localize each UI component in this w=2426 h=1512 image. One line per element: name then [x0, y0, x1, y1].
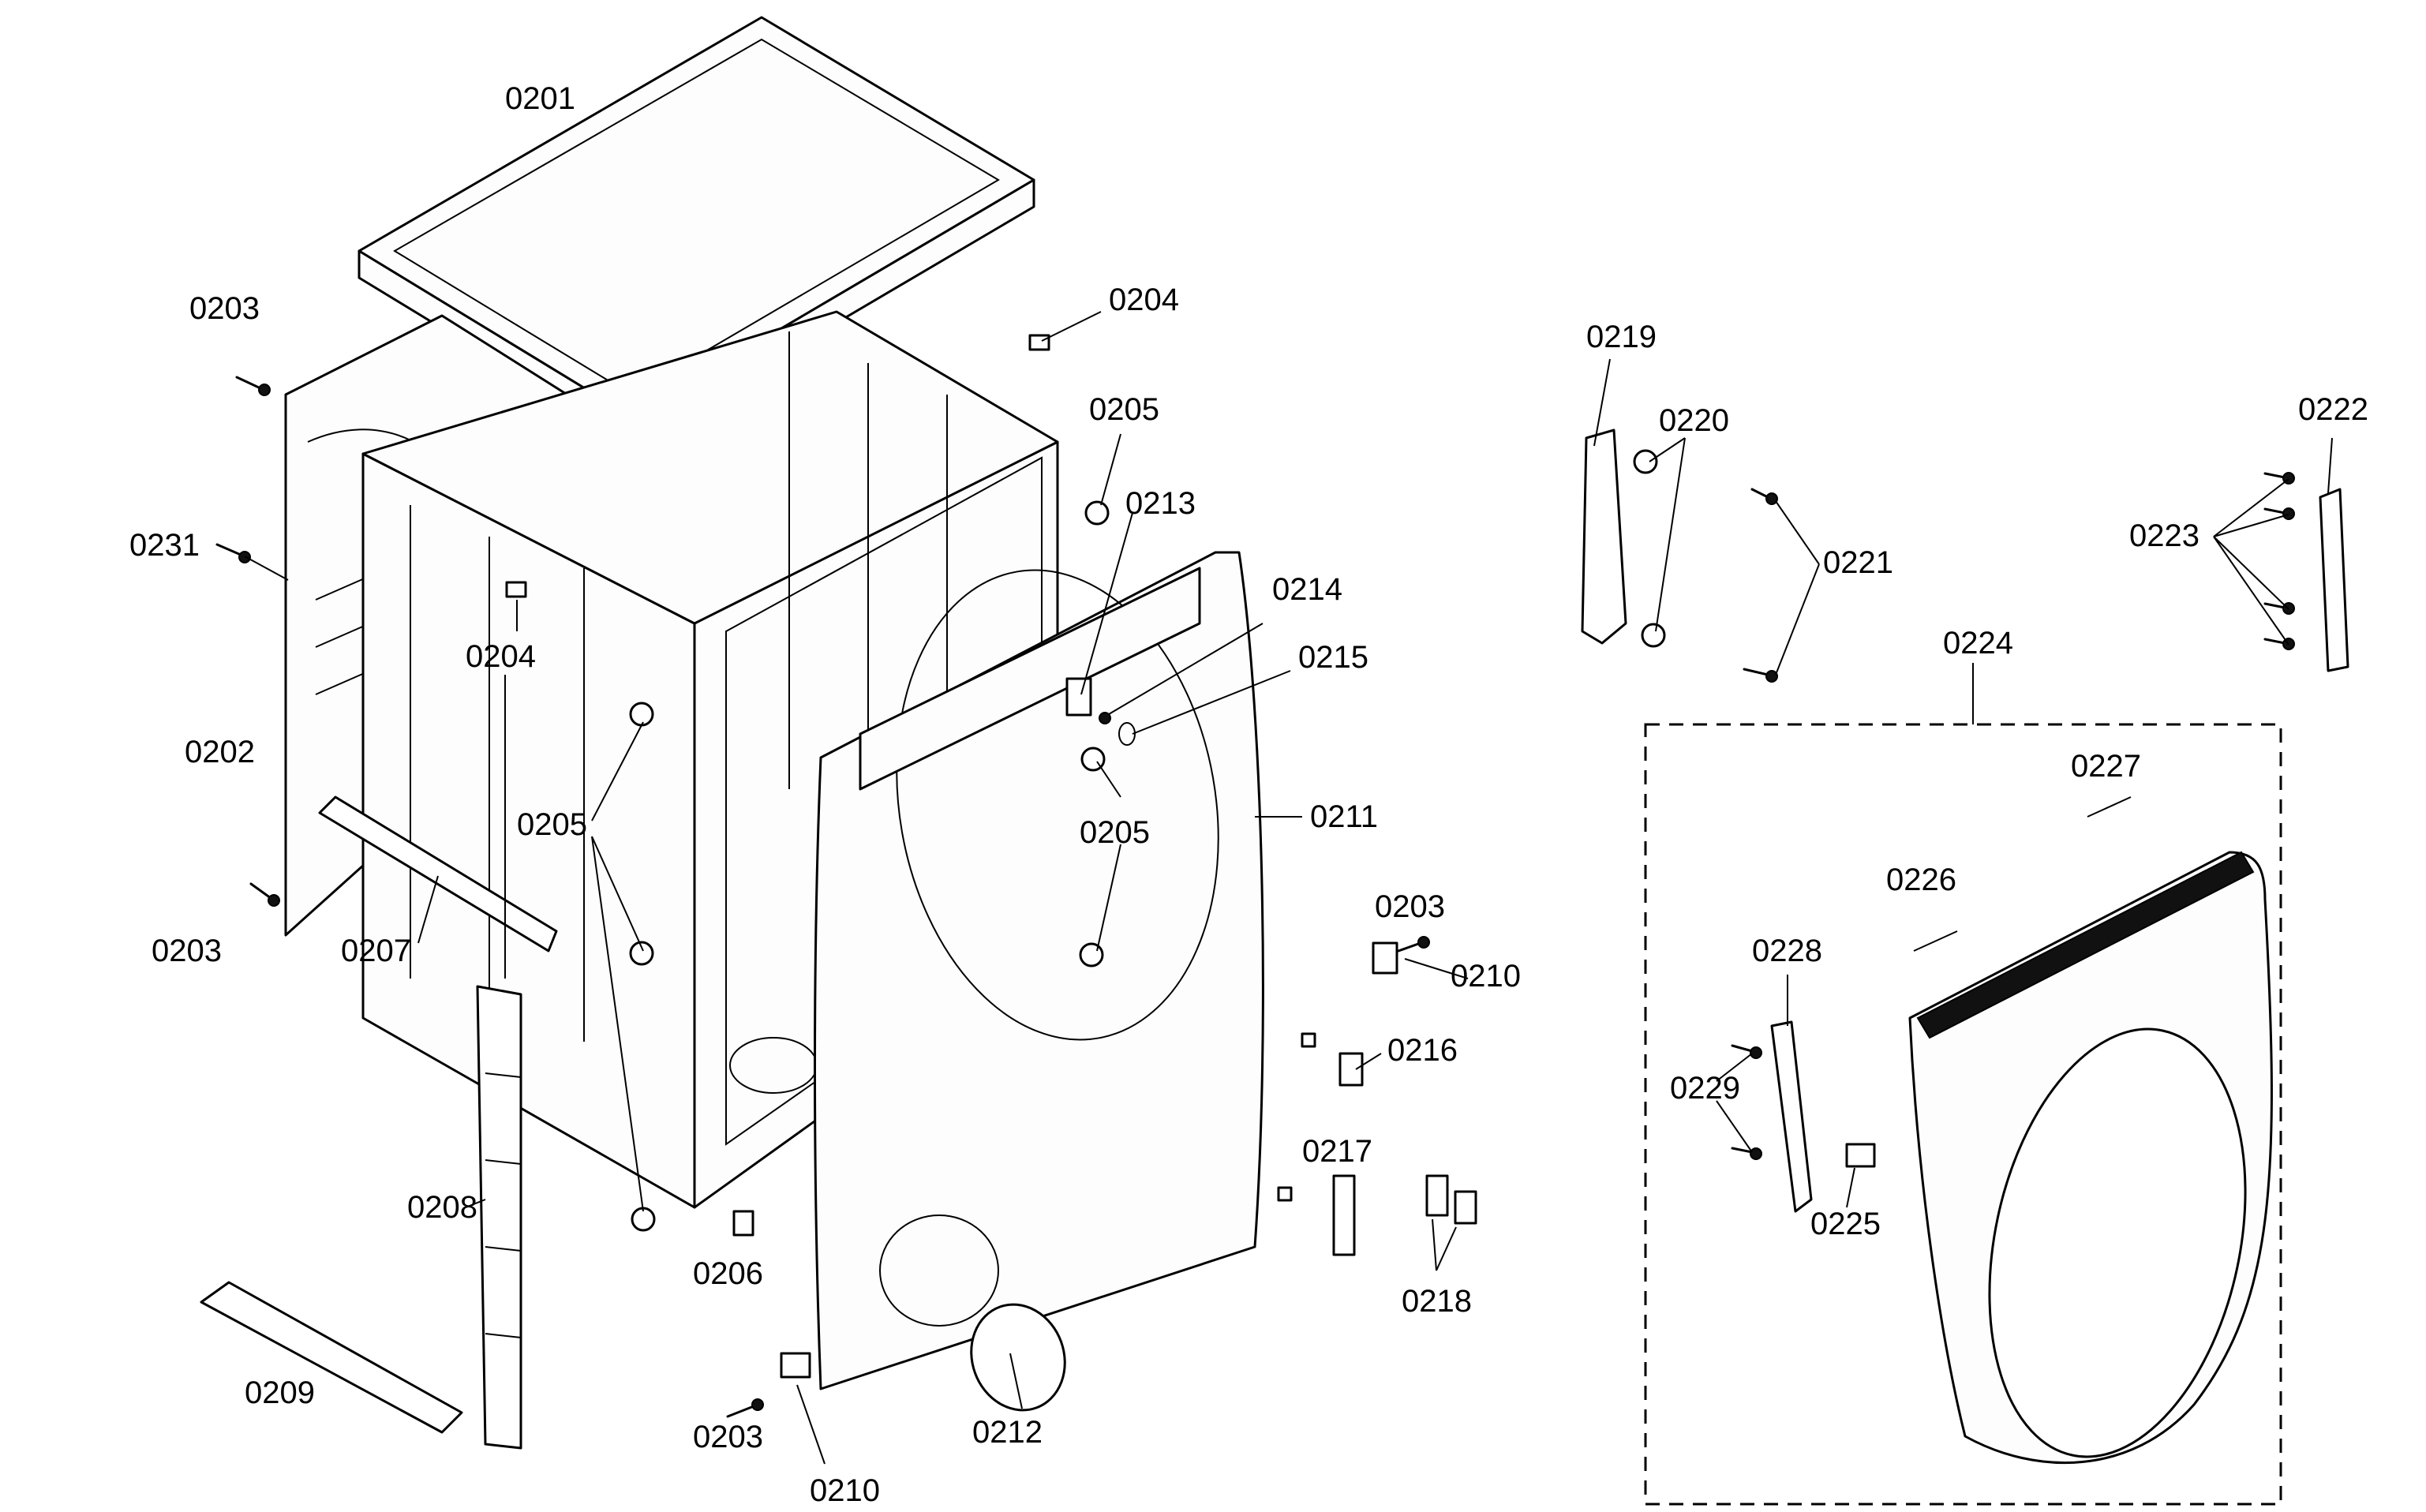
label-0205-front: 0205 — [1080, 815, 1150, 850]
label-0211: 0211 — [1310, 799, 1378, 834]
label-0219: 0219 — [1586, 320, 1657, 354]
label-0218: 0218 — [1402, 1284, 1472, 1319]
label-0220: 0220 — [1659, 403, 1729, 438]
label-0208: 0208 — [407, 1190, 477, 1225]
label-0210-bottom: 0210 — [810, 1473, 880, 1508]
callout-labels: 0201 0202 0203 0231 0203 0207 0204 0205 … — [129, 81, 2368, 1508]
label-0215: 0215 — [1298, 640, 1368, 675]
label-0201: 0201 — [505, 81, 575, 116]
leader-lines — [244, 311, 2333, 1465]
label-0203-top: 0203 — [189, 291, 260, 326]
door-assembly-part — [1731, 851, 2273, 1465]
label-0209: 0209 — [245, 1375, 315, 1410]
label-0203-left: 0203 — [152, 934, 222, 968]
label-0222: 0222 — [2298, 392, 2368, 427]
label-0213: 0213 — [1125, 486, 1196, 521]
label-0202: 0202 — [185, 735, 255, 769]
fastener-parts — [215, 334, 1477, 1418]
label-0204-right: 0204 — [1109, 283, 1179, 317]
bracket-bar-parts — [200, 795, 558, 1450]
door-assembly-dashed-box — [1644, 723, 2282, 1506]
label-0228: 0228 — [1752, 934, 1822, 968]
label-0224: 0224 — [1943, 626, 2013, 661]
label-0216: 0216 — [1387, 1033, 1458, 1068]
label-0210-mid: 0210 — [1451, 959, 1521, 994]
label-0204-left: 0204 — [466, 639, 536, 674]
label-0227: 0227 — [2071, 749, 2141, 784]
label-0221: 0221 — [1823, 545, 1893, 580]
label-0205-left: 0205 — [517, 807, 587, 842]
label-0226: 0226 — [1886, 863, 1956, 897]
label-0231: 0231 — [129, 528, 200, 563]
label-0229: 0229 — [1670, 1071, 1740, 1106]
label-0203-bottom: 0203 — [693, 1420, 763, 1454]
label-0214: 0214 — [1272, 572, 1342, 607]
label-0205-top: 0205 — [1089, 392, 1159, 427]
label-0207: 0207 — [341, 934, 411, 968]
label-0223: 0223 — [2129, 518, 2199, 553]
label-0212: 0212 — [972, 1415, 1043, 1450]
front-panel-part — [814, 551, 1264, 1412]
label-0203-mid: 0203 — [1375, 889, 1445, 924]
label-0206: 0206 — [693, 1256, 763, 1291]
label-0225: 0225 — [1810, 1207, 1881, 1241]
door-hinge-parts — [1581, 429, 2349, 683]
label-0217: 0217 — [1302, 1134, 1372, 1169]
